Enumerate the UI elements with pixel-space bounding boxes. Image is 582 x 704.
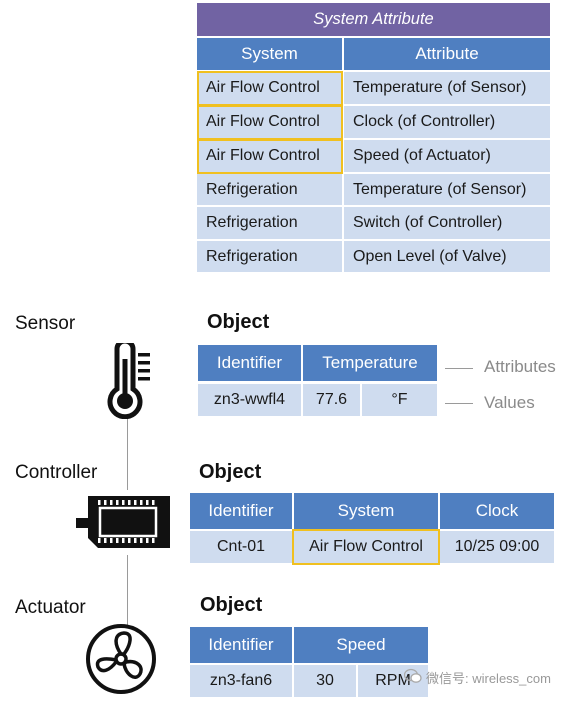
controller-value-system: Air Flow Control (294, 531, 438, 563)
attribute-cell: Open Level (of Valve) (344, 241, 550, 272)
device-label-actuator: Actuator (15, 597, 86, 618)
sensor-header-temperature: Temperature (303, 345, 437, 381)
sensor-value-identifier: zn3-wwfl4 (198, 384, 301, 416)
column-header-attribute: Attribute (344, 38, 550, 70)
controller-value-identifier: Cnt-01 (190, 531, 292, 563)
system-cell: Air Flow Control (197, 106, 342, 138)
system-cell: Refrigeration (197, 174, 342, 205)
actuator-value-speed: 30 (294, 665, 356, 697)
controller-object-title: Object (199, 461, 262, 483)
sensor-header-identifier: Identifier (198, 345, 301, 381)
sensor-value-temperature: 77.6 (303, 384, 360, 416)
watermark: 微信号: wireless_com (403, 668, 551, 687)
wechat-icon (403, 668, 422, 687)
attributes-label: Attributes (484, 357, 556, 376)
actuator-header-speed: Speed (294, 627, 428, 663)
attribute-cell: Clock (of Controller) (344, 106, 550, 138)
thermometer-icon (100, 338, 156, 424)
watermark-text: 微信号: wireless_com (426, 671, 551, 686)
sensor-value-unit: °F (362, 384, 437, 416)
device-label-controller: Controller (15, 462, 98, 483)
sensor-object-title: Object (207, 311, 270, 333)
highlight-box (197, 139, 343, 174)
fan-icon (84, 622, 158, 701)
system-attribute-title: System Attribute (197, 3, 550, 36)
connector-line (127, 418, 128, 490)
attribute-cell: Switch (of Controller) (344, 207, 550, 239)
actuator-value-unit: RPM (358, 665, 428, 697)
values-label: Values (484, 393, 535, 412)
values-pointer-line (445, 403, 473, 404)
connector-line (127, 555, 128, 625)
column-header-system: System (197, 38, 342, 70)
controller-header-clock: Clock (440, 493, 554, 529)
highlight-box (197, 105, 343, 140)
actuator-object-title: Object (200, 594, 263, 616)
actuator-value-identifier: zn3-fan6 (190, 665, 292, 697)
chip-icon (76, 490, 180, 559)
controller-header-identifier: Identifier (190, 493, 292, 529)
attributes-pointer-line (445, 368, 473, 369)
highlight-box (292, 529, 440, 565)
controller-header-system: System (294, 493, 438, 529)
device-label-sensor: Sensor (15, 313, 76, 334)
attribute-cell: Speed (of Actuator) (344, 140, 550, 172)
highlight-box (197, 71, 343, 106)
system-cell: Air Flow Control (197, 72, 342, 104)
attribute-cell: Temperature (of Sensor) (344, 174, 550, 205)
attribute-cell: Temperature (of Sensor) (344, 72, 550, 104)
controller-value-clock: 10/25 09:00 (440, 531, 554, 563)
system-cell: Air Flow Control (197, 140, 342, 172)
actuator-header-identifier: Identifier (190, 627, 292, 663)
system-cell: Refrigeration (197, 207, 342, 239)
system-cell: Refrigeration (197, 241, 342, 272)
